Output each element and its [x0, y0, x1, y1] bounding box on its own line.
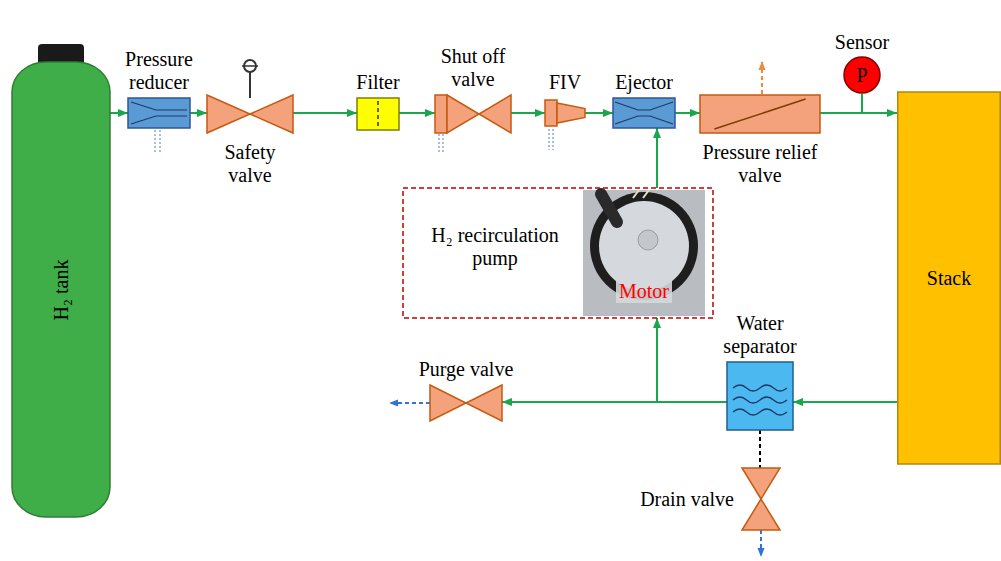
- motor-hub: [638, 230, 658, 250]
- component-label: Ejector: [599, 71, 689, 94]
- safety-valve-shape: [207, 95, 293, 133]
- component-label: Pressure relief valve: [685, 141, 835, 187]
- component-label: FIV: [535, 71, 595, 94]
- dashed-frame: [403, 188, 713, 318]
- ejector: Ejector: [613, 98, 675, 128]
- component-label: H₂ recirculation pump: [409, 224, 581, 270]
- component-label: Water separator: [710, 312, 810, 358]
- component-text: P: [847, 64, 877, 87]
- control-line: [154, 130, 156, 152]
- purge-outlet-arrow: [390, 402, 430, 404]
- water-separator-shape: [727, 362, 793, 430]
- valve-stem: [249, 72, 251, 98]
- component-label: Purge valve: [396, 358, 536, 381]
- reducer-body: [128, 98, 190, 128]
- actuator: [545, 100, 557, 126]
- valve-half: [742, 468, 780, 499]
- pipe-connector: [675, 112, 700, 114]
- motor-photo: [583, 190, 705, 316]
- drain-outlet-arrow: [760, 530, 762, 556]
- pipe-connector: [502, 401, 727, 403]
- hand-wheel: [242, 65, 258, 67]
- pipe-connector: [399, 112, 435, 114]
- filter-shape: [357, 98, 399, 130]
- pipe-connector: [293, 112, 357, 114]
- shut-off-valve-shape: [435, 95, 511, 133]
- control-line: [548, 129, 550, 150]
- ejector-body: [613, 98, 675, 128]
- control-line: [438, 134, 440, 152]
- flow-injection-valve-shape: [545, 98, 585, 128]
- pipe-connector: [511, 112, 545, 114]
- pipe-connector: [190, 112, 207, 114]
- ejector-shape: [613, 98, 675, 128]
- valve-half: [466, 385, 502, 421]
- reducer-line: [131, 116, 187, 124]
- pressure-relief-valve-shape: [700, 95, 820, 133]
- nozzle: [557, 103, 585, 123]
- sensor-disc: [844, 57, 880, 93]
- relief-spring: [714, 99, 805, 129]
- pipe-connector: [793, 401, 897, 403]
- drain-valve-shape: [742, 468, 780, 530]
- valve-half: [479, 95, 511, 133]
- valve-half: [430, 385, 466, 421]
- component-label: Sensor: [817, 31, 907, 54]
- water-separator: Water separator: [727, 362, 793, 430]
- stack-body: [898, 92, 1001, 464]
- filter-mesh: [377, 101, 379, 127]
- control-line: [159, 130, 161, 152]
- pressure-relief-valve: Pressure relief valve: [700, 95, 820, 133]
- component-label: Shut off valve: [428, 45, 518, 91]
- component-label: Drain valve: [640, 488, 734, 511]
- flow-injection-valve: FIV: [545, 98, 585, 128]
- control-line: [552, 129, 554, 150]
- component-label: Stack: [901, 267, 997, 290]
- valve-half: [207, 95, 250, 133]
- tank: H₂ tank: [12, 62, 110, 517]
- drain-valve: Drain valve: [742, 468, 780, 530]
- motor-cable: [601, 194, 617, 222]
- component-label: Pressure reducer: [114, 48, 204, 94]
- pipe-connector: [585, 112, 613, 114]
- valve-half: [250, 95, 293, 133]
- water-wave: [733, 409, 787, 415]
- fuel-cell-stack: Stack: [897, 92, 1001, 464]
- tank-body: [12, 62, 110, 517]
- control-line: [442, 134, 444, 152]
- pipe-connector: [656, 128, 658, 188]
- safety-valve: Safety valve: [207, 95, 293, 133]
- component-label: Safety valve: [210, 141, 290, 187]
- relief-vent-arrow: [761, 62, 763, 94]
- water-wave: [733, 397, 787, 403]
- recirculation-pump-box: H₂ recirculation pumpMotor: [403, 188, 713, 318]
- valve-half: [447, 95, 479, 133]
- pressure-reducer-shape: [128, 98, 190, 128]
- pipe-connector: [820, 112, 897, 114]
- component-label: H₂ tank: [50, 259, 73, 320]
- actuator: [435, 95, 447, 133]
- valve-half: [742, 499, 780, 530]
- water-wave: [733, 385, 787, 391]
- motor-wire: [633, 190, 649, 198]
- separator-body: [727, 362, 793, 430]
- shut-off-valve: Shut off valve: [435, 95, 511, 133]
- pipe-connector: [657, 318, 727, 402]
- pipe-connector: [759, 430, 761, 468]
- ejector-line: [615, 102, 673, 110]
- reducer-line: [131, 102, 187, 110]
- pipe-connector: [110, 112, 128, 114]
- component-text: Motor: [616, 280, 672, 303]
- purge-valve-shape: [430, 385, 502, 421]
- purge-valve: Purge valve: [430, 385, 502, 421]
- filter: Filter: [357, 98, 399, 130]
- sensor-stem: [861, 94, 863, 113]
- ejector-line: [615, 116, 673, 124]
- pressure-reducer: Pressure reducer: [128, 98, 190, 128]
- component-label: Filter: [338, 71, 418, 94]
- relief-body: [700, 95, 820, 133]
- pressure-sensor: SensorP: [843, 56, 881, 94]
- filter-body: [357, 98, 399, 130]
